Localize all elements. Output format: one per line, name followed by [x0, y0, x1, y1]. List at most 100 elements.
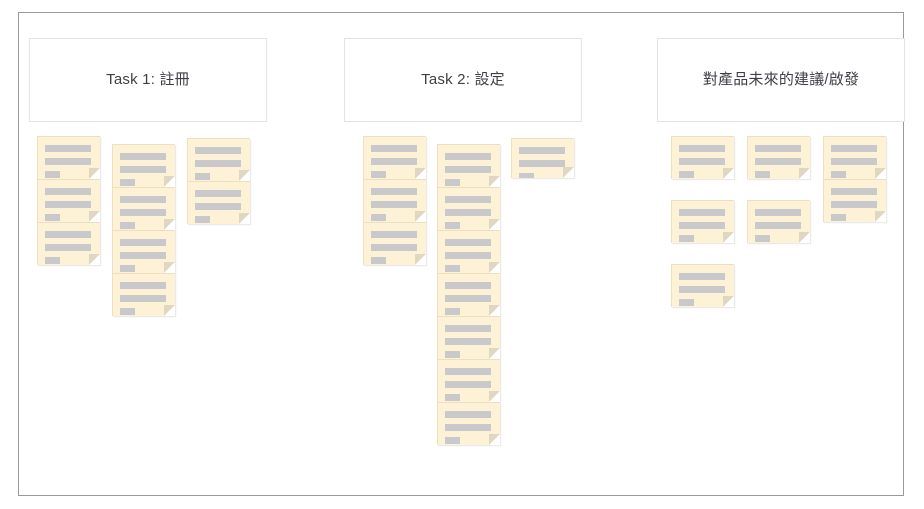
folded-corner-cut-icon [489, 305, 500, 316]
sticky-note[interactable] [747, 136, 810, 179]
folded-corner-cut-icon [489, 219, 500, 230]
sticky-note-text-line [45, 214, 60, 221]
sticky-note-text-line [120, 196, 166, 203]
folded-corner-cut-icon [415, 168, 426, 179]
sticky-note-text-line [755, 145, 801, 152]
sticky-note[interactable] [112, 230, 175, 273]
sticky-note-text-placeholder [120, 239, 166, 272]
folded-corner-cut-icon [799, 232, 810, 243]
column-header-title: Task 1: 註冊 [106, 71, 190, 89]
sticky-note-text-line [445, 222, 460, 229]
sticky-note-text-line [445, 209, 491, 216]
sticky-note-text-line [45, 244, 91, 251]
folded-corner-cut-icon [415, 211, 426, 222]
sticky-note-text-line [445, 239, 491, 246]
sticky-note-text-line [519, 147, 565, 154]
sticky-note-text-line [195, 173, 210, 180]
note-cluster-task-1-cluster-3 [187, 138, 250, 224]
sticky-note-text-line [371, 244, 417, 251]
sticky-note[interactable] [363, 222, 426, 265]
column-header-title: 對產品未來的建議/啟發 [702, 71, 860, 89]
sticky-note[interactable] [823, 136, 886, 179]
sticky-note-text-line [120, 153, 166, 160]
sticky-note-text-placeholder [755, 209, 801, 242]
sticky-note[interactable] [37, 136, 100, 179]
sticky-note[interactable] [187, 138, 250, 181]
sticky-note[interactable] [747, 200, 810, 243]
sticky-note[interactable] [363, 136, 426, 179]
sticky-note-text-line [755, 222, 801, 229]
sticky-note[interactable] [437, 144, 500, 187]
sticky-note-text-line [519, 173, 534, 178]
sticky-note-text-placeholder [45, 188, 91, 221]
sticky-note-text-line [371, 171, 386, 178]
column-header-task-1[interactable]: Task 1: 註冊 [29, 38, 267, 122]
folded-corner-cut-icon [723, 296, 734, 307]
sticky-note-text-line [831, 171, 846, 178]
sticky-note-text-line [679, 222, 725, 229]
sticky-note-text-line [755, 158, 801, 165]
sticky-note[interactable] [671, 136, 734, 179]
sticky-note[interactable] [437, 273, 500, 316]
sticky-note-text-line [755, 209, 801, 216]
folded-corner-cut-icon [415, 254, 426, 265]
sticky-note[interactable] [112, 273, 175, 316]
folded-corner-cut-icon [489, 434, 500, 445]
sticky-note-text-line [445, 351, 460, 358]
sticky-note[interactable] [37, 179, 100, 222]
sticky-note[interactable] [187, 181, 250, 224]
folded-corner-cut-icon [164, 219, 175, 230]
sticky-note[interactable] [363, 179, 426, 222]
folded-corner-cut-icon [489, 176, 500, 187]
board-canvas[interactable]: Task 1: 註冊 Task 2: 設定 對產品未來的建議/啟發 [19, 13, 905, 495]
folded-corner-cut-icon [89, 254, 100, 265]
sticky-note-text-line [831, 145, 877, 152]
column-header-task-2[interactable]: Task 2: 設定 [344, 38, 582, 122]
sticky-note-text-line [445, 295, 491, 302]
folded-corner-cut-icon [164, 176, 175, 187]
column-header-product-future[interactable]: 對產品未來的建議/啟發 [657, 38, 905, 122]
sticky-note-text-line [45, 257, 60, 264]
sticky-note-text-line [445, 368, 491, 375]
sticky-note[interactable] [437, 187, 500, 230]
sticky-note-text-placeholder [445, 282, 491, 315]
sticky-note-text-line [445, 196, 491, 203]
note-cluster-future-cluster-3 [823, 136, 886, 222]
sticky-note-text-placeholder [371, 188, 417, 221]
sticky-note-text-line [445, 153, 491, 160]
sticky-note[interactable] [112, 144, 175, 187]
folded-corner-cut-icon [875, 211, 886, 222]
sticky-note-text-line [831, 214, 846, 221]
sticky-note[interactable] [112, 187, 175, 230]
sticky-note[interactable] [671, 264, 734, 307]
sticky-note[interactable] [437, 316, 500, 359]
sticky-note[interactable] [511, 138, 574, 178]
sticky-note-text-line [120, 252, 166, 259]
sticky-note-text-line [45, 201, 91, 208]
note-cluster-row-product-future [671, 136, 886, 307]
folded-corner-cut-icon [489, 262, 500, 273]
sticky-note-text-placeholder [371, 231, 417, 264]
folded-corner-cut-icon [489, 348, 500, 359]
sticky-note-text-line [371, 145, 417, 152]
sticky-note[interactable] [671, 200, 734, 243]
sticky-note-text-line [445, 265, 460, 272]
note-cluster-row-task-2 [363, 136, 574, 445]
sticky-note-text-line [120, 295, 166, 302]
sticky-note[interactable] [437, 230, 500, 273]
sticky-note-text-line [120, 166, 166, 173]
sticky-note-text-line [679, 286, 725, 293]
sticky-note-text-line [755, 235, 770, 242]
sticky-note-text-line [519, 160, 565, 167]
sticky-note[interactable] [437, 359, 500, 402]
sticky-note-text-placeholder [831, 188, 877, 221]
sticky-note-text-placeholder [831, 145, 877, 178]
sticky-note-text-line [831, 201, 877, 208]
sticky-note-text-placeholder [519, 147, 565, 178]
sticky-note[interactable] [437, 402, 500, 445]
sticky-note-text-placeholder [445, 153, 491, 186]
sticky-note-text-placeholder [195, 147, 241, 180]
sticky-note[interactable] [823, 179, 886, 222]
folded-corner-cut-icon [164, 305, 175, 316]
sticky-note[interactable] [37, 222, 100, 265]
